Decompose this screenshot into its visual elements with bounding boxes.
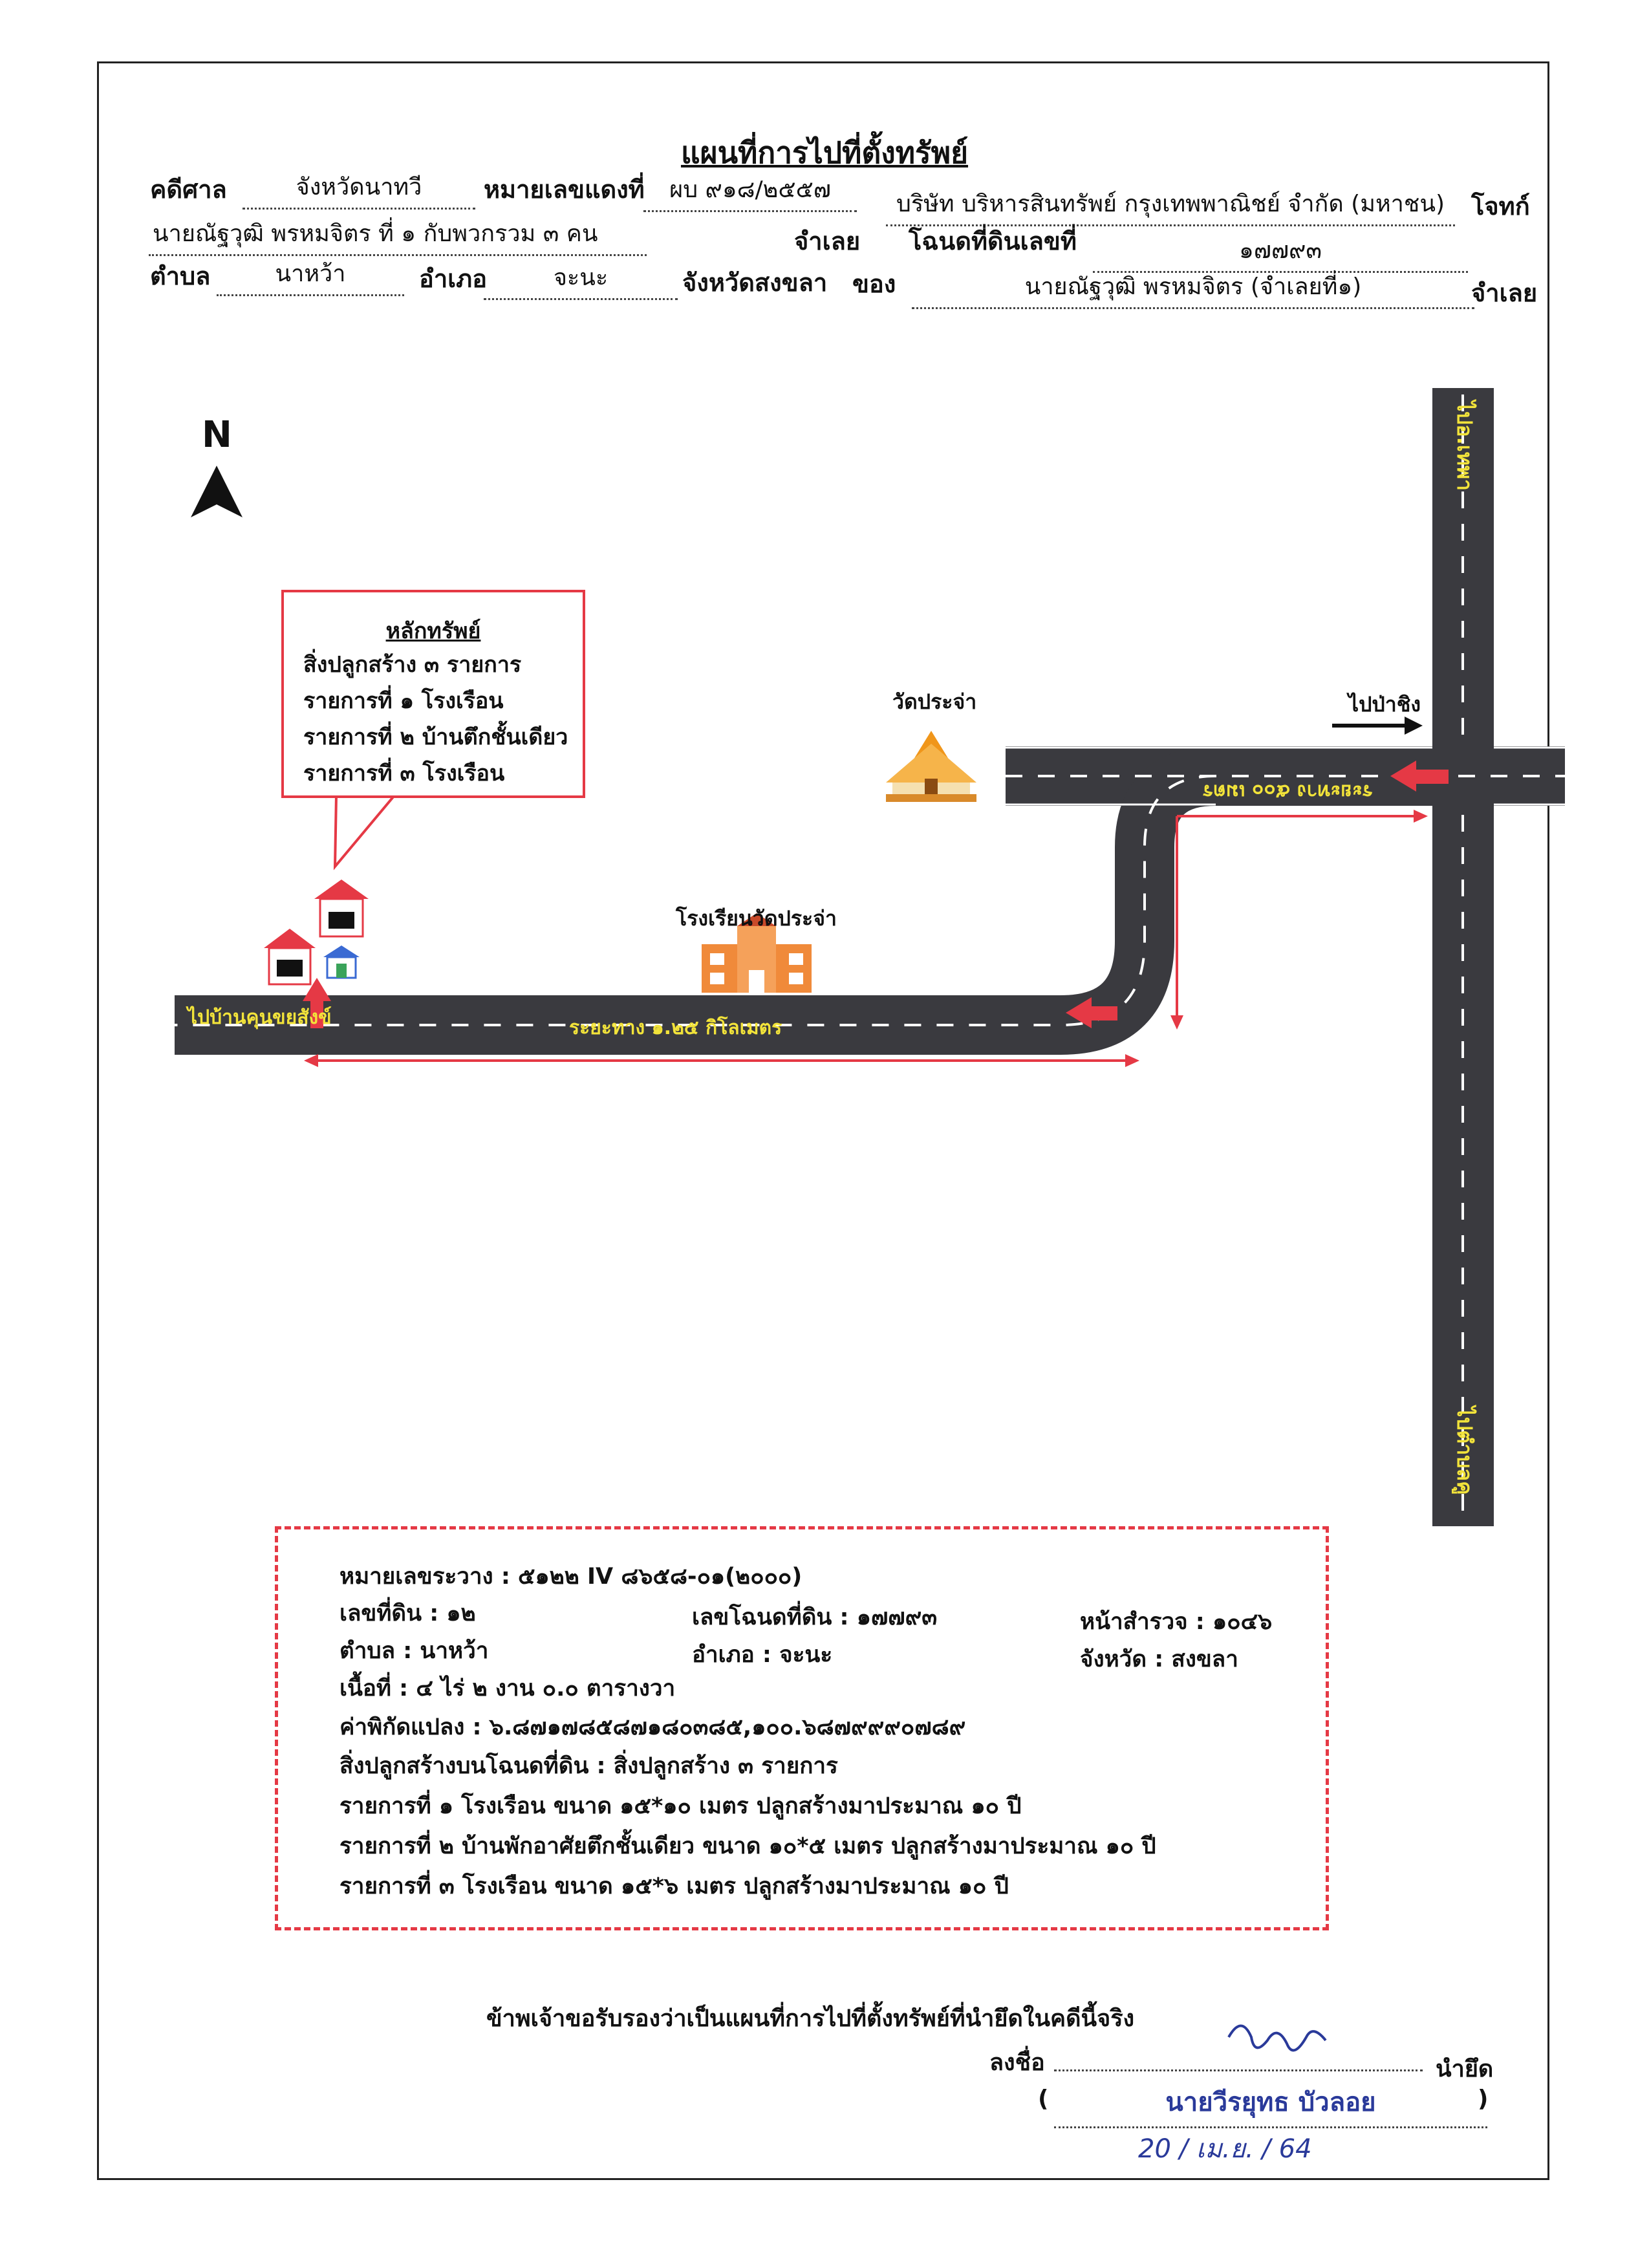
school-icon <box>702 913 812 993</box>
callout-line: รายการที่ ๓ โรงเรือน <box>303 761 505 786</box>
owner-role-label: จำเลย <box>1471 279 1538 307</box>
house-icon-2 <box>264 929 316 986</box>
signer-name: นายวีรยุทธ บัวลอย <box>1054 2081 1487 2128</box>
page-title: แผนที่การไปที่ตั้งทรัพย์ <box>680 135 969 170</box>
parcel-number: เลขที่ดิน : ๑๒ <box>339 1601 476 1626</box>
info-area: เนื้อที่ : ๔ ไร่ ๒ งาน ๐.๐ ตารางวา <box>339 1676 676 1701</box>
temple-label: วัดประจ่า <box>892 689 977 714</box>
owner-value: นายณัฐวุฒิ พรหมจิตร (จำเลยที่๑) <box>912 268 1474 309</box>
info-subdistrict: ตำบล : นาหว้า <box>339 1638 489 1664</box>
direction-arrow-upper-icon <box>1390 761 1449 792</box>
info-item-2: รายการที่ ๒ บ้านพักอาศัยตึกชั้นเดียว ขนา… <box>339 1833 1156 1859</box>
school-label: โรงเรียนวัดประจ่า <box>676 906 837 931</box>
deed-label: โฉนดที่ดินเลขที่ <box>909 227 1077 255</box>
signature-line <box>1054 2069 1423 2071</box>
district-label: อำเภอ <box>419 265 488 293</box>
north-arrow-icon <box>191 466 242 517</box>
north-label: N <box>202 414 232 456</box>
info-item-3: รายการที่ ๓ โรงเรือน ขนาด ๑๕*๖ เมตร ปลูก… <box>339 1874 1009 1899</box>
redcase-label: หมายเลขแดงที่ <box>484 175 645 204</box>
plaintiff-value: บริษัท บริหารสินทรัพย์ กรุงเทพพาณิชย์ จำ… <box>886 185 1455 226</box>
black-arrow-icon <box>1405 717 1423 735</box>
callout-title: หลักทรัพย์ <box>385 618 481 644</box>
signature-image <box>1227 2024 1327 2052</box>
redcase-value: ผบ ๙๑๘/๒๕๕๗ <box>643 171 857 212</box>
direction-arrow-property-icon <box>303 978 331 1028</box>
plaintiff-label: โจทก์ <box>1471 192 1530 221</box>
distance-upper-label: ระยะทาง ๕๐๐ เมตร <box>1203 780 1374 803</box>
property-callout: หลักทรัพย์ สิ่งปลูกสร้าง ๓ รายการ รายการ… <box>281 590 585 798</box>
province-label: จังหวัดสงขลา <box>682 268 828 297</box>
open-paren: ( <box>1038 2086 1049 2112</box>
court-label: คดีศาล <box>150 175 227 204</box>
subdistrict-value: นาหว้า <box>217 255 404 296</box>
sign-label: ลงชื่อ <box>989 2049 1045 2076</box>
parcel-info-box: หมายเลขระวาง : ๕๑๒๒ IV ๘๖๕๘-๐๑(๒๐๐๐) เลข… <box>275 1526 1329 1930</box>
info-item-1: รายการที่ ๑ โรงเรือน ขนาด ๑๕*๑๐ เมตร ปลู… <box>339 1793 1022 1819</box>
road-left-label: ไปบ้านคุนขยสังข์ <box>188 1006 332 1029</box>
defendant-label: จำเลย <box>794 227 861 255</box>
close-paren: ) <box>1478 2086 1489 2112</box>
distance-main-label: ระยะทาง ๑.๒๕ กิโลเมตร <box>569 1017 782 1039</box>
callout-line: สิ่งปลูกสร้าง ๓ รายการ <box>303 652 522 678</box>
role-label: นำยึด <box>1436 2056 1494 2082</box>
info-district: อำเภอ : จะนะ <box>692 1642 833 1668</box>
info-coordinates: ค่าพิกัดแปลง : ๖.๘๗๑๗๘๕๘๗๑๘๐๓๘๕,๑๐๐.๖๘๗๙… <box>339 1714 966 1740</box>
to-pachinga-label: ไปป่าชิง <box>1348 692 1421 717</box>
district-value: จะนะ <box>484 259 678 300</box>
defendant-value: นายณัฐวุฒิ พรหมจิตร ที่ ๑ กับพวกรวม ๓ คน <box>149 215 647 256</box>
house-icon-1 <box>314 880 369 938</box>
subdistrict-label: ตำบล <box>150 262 211 290</box>
deed-value: ๑๗๗๙๓ <box>1093 232 1468 273</box>
survey-page: หน้าสำรวจ : ๑๐๔๖ <box>1080 1609 1273 1635</box>
sheet-number: หมายเลขระวาง : ๕๑๒๒ IV ๘๖๕๘-๐๑(๒๐๐๐) <box>339 1564 803 1590</box>
house-icon-3 <box>323 945 360 979</box>
of-label: ของ <box>852 270 896 298</box>
callout-pointer <box>333 794 398 870</box>
handwritten-date: 20 / เม.ย. / 64 <box>1138 2134 1312 2164</box>
deed-number: เลขโฉนดที่ดิน : ๑๗๗๙๓ <box>692 1604 938 1630</box>
road-bottom-label: ไปตำบลคู <box>1452 1407 1477 1495</box>
temple-icon <box>886 731 976 802</box>
certify-statement: ข้าพเจ้าขอรับรองว่าเป็นแผนที่การไปที่ตั้… <box>486 2005 1135 2032</box>
info-structures: สิ่งปลูกสร้างบนโฉนดที่ดิน : สิ่งปลูกสร้า… <box>339 1753 838 1779</box>
court-value: จังหวัดนาทวี <box>242 168 475 210</box>
callout-line: รายการที่ ๑ โรงเรือน <box>303 688 504 714</box>
info-province: จังหวัด : สงขลา <box>1080 1647 1238 1672</box>
road-top-label: ไปอ.เทพา <box>1452 401 1477 491</box>
direction-arrow-lower-icon <box>1066 997 1117 1028</box>
page-border <box>97 61 1549 2180</box>
callout-line: รายการที่ ๒ บ้านตึกชั้นเดียว <box>303 724 568 750</box>
